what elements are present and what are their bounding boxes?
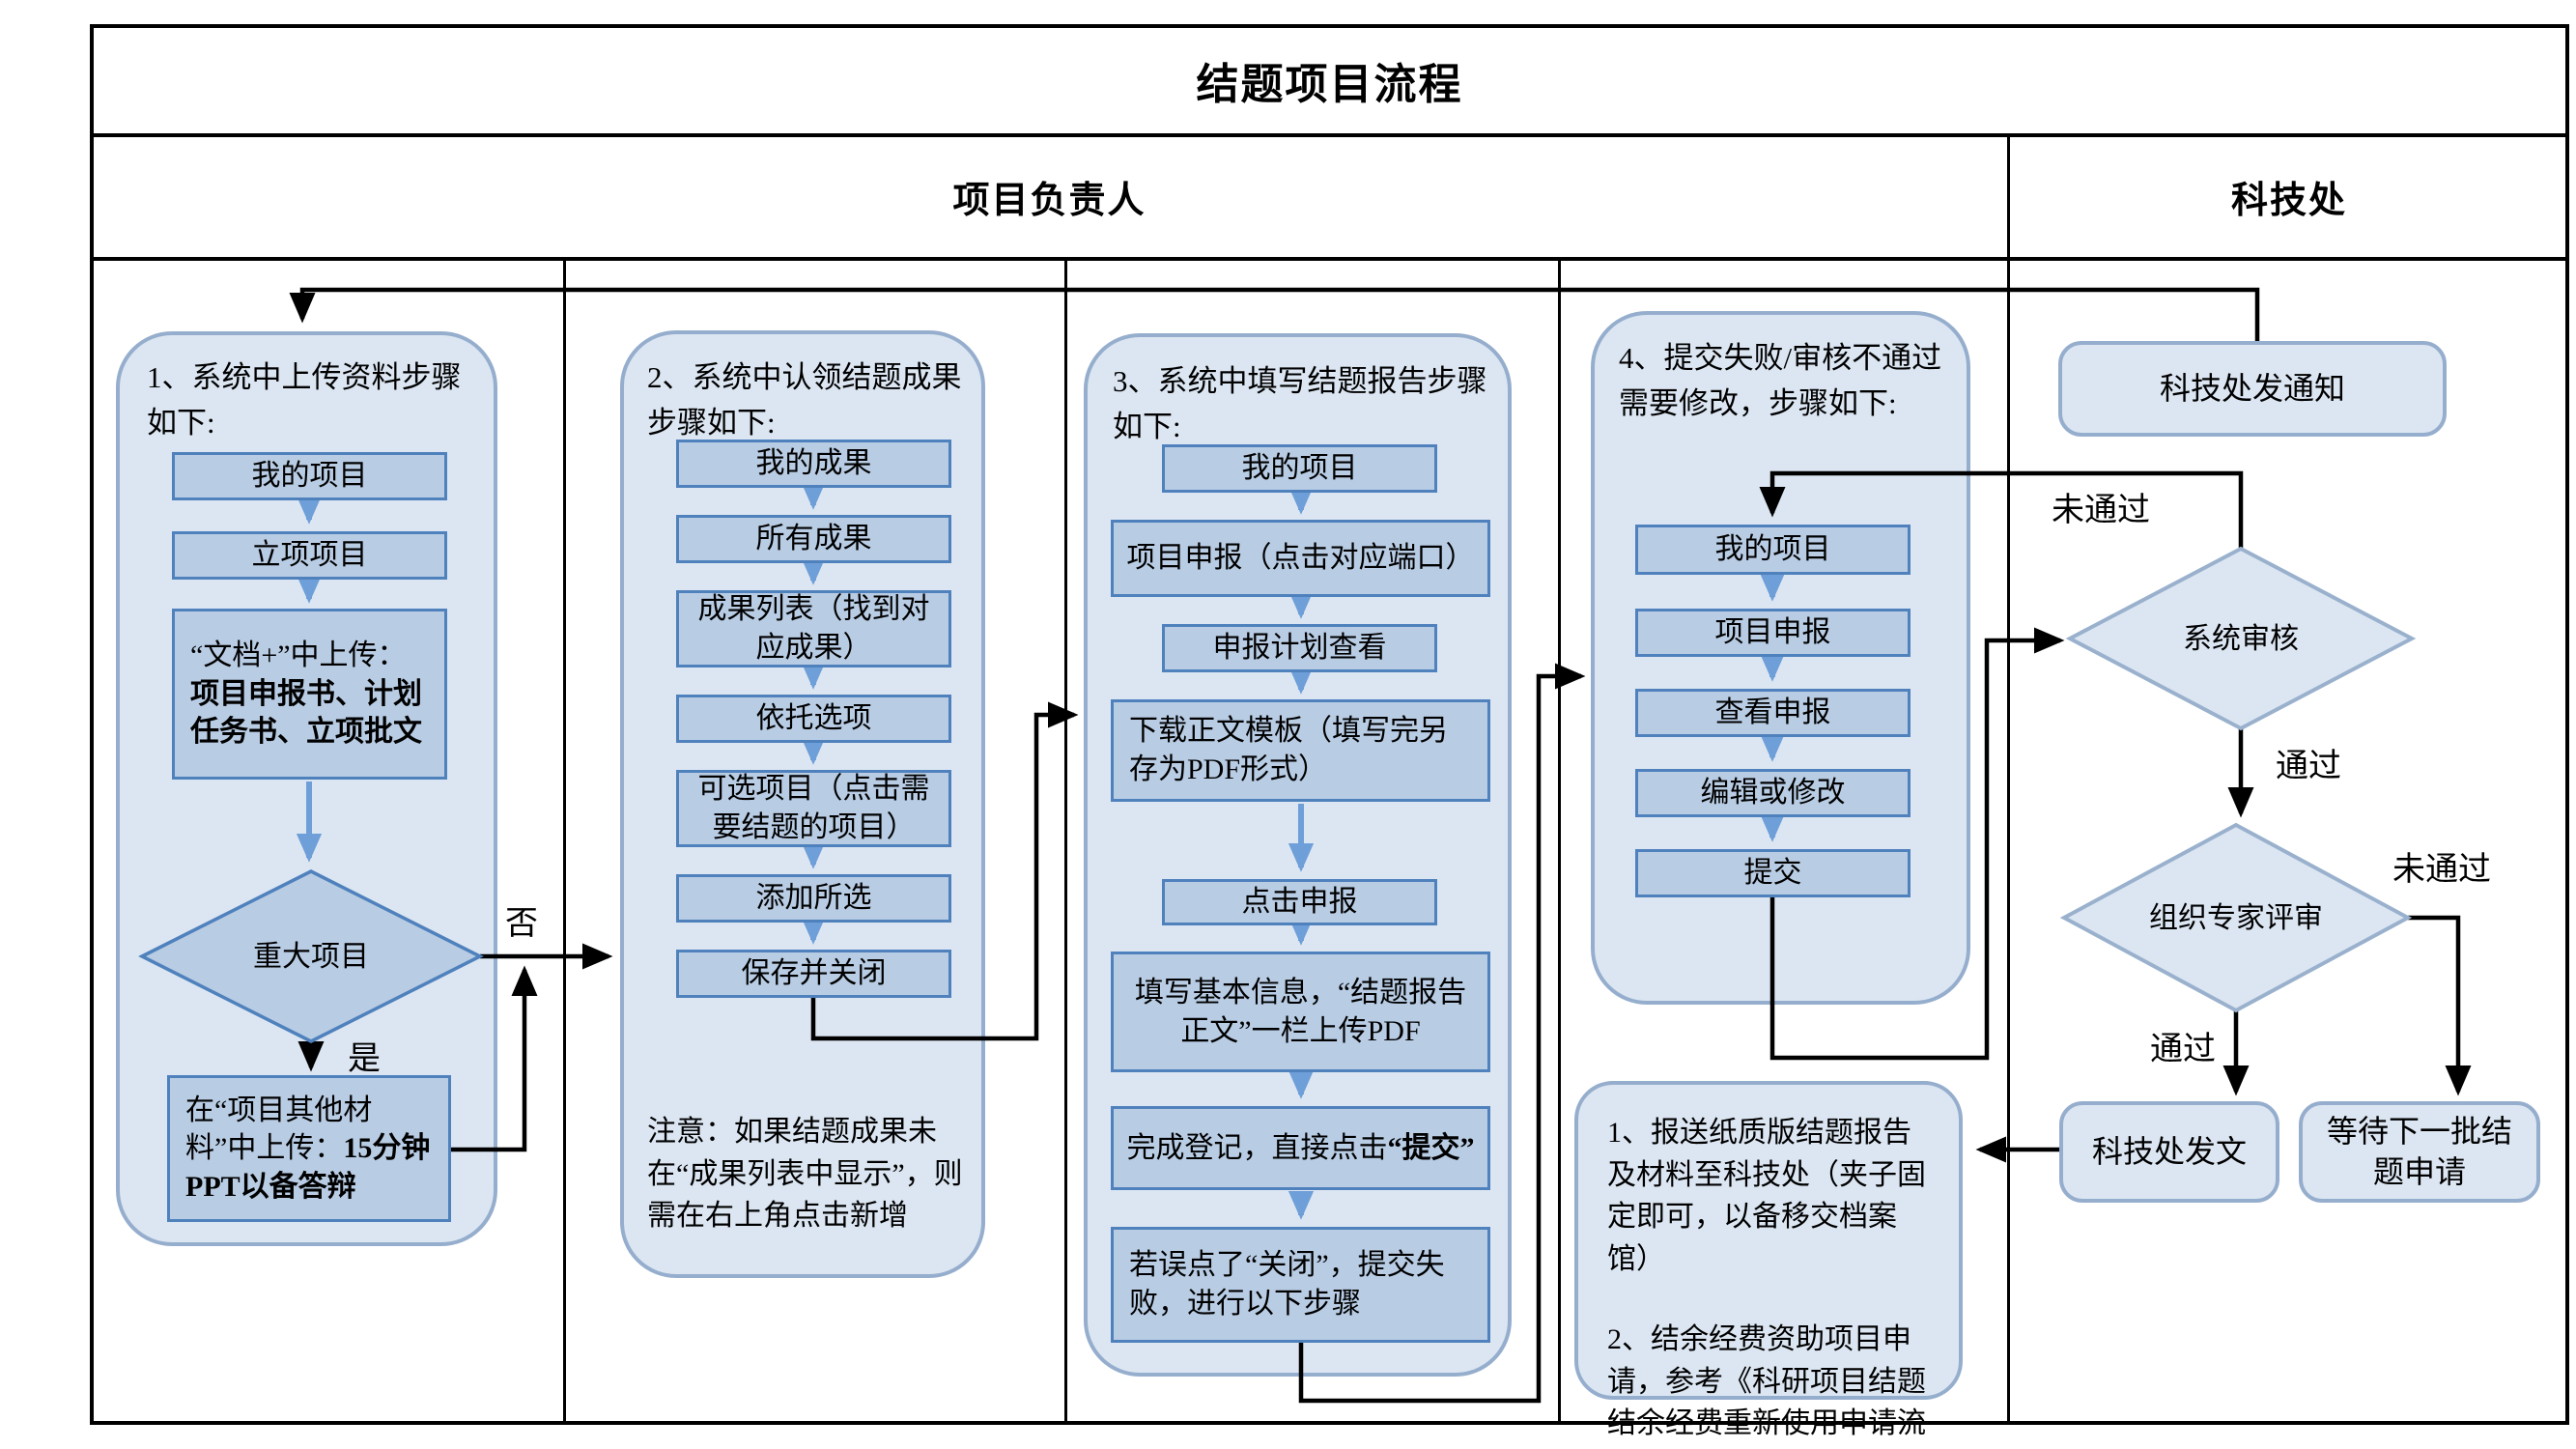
header-row-divider	[90, 257, 2569, 261]
step-approved-projects: 立项项目	[172, 531, 447, 580]
step-download-template: 下载正文模板（填写完另存为PDF形式）	[1111, 699, 1490, 802]
label-yes: 是	[348, 1041, 381, 1077]
label-fail-expert: 未通过	[2392, 852, 2491, 888]
step-my-projects: 我的项目	[172, 452, 447, 500]
step-project-declare-port: 项目申报（点击对应端口）	[1111, 520, 1490, 597]
label-pass-expert: 通过	[2150, 1032, 2216, 1067]
title-row-divider	[90, 133, 2569, 137]
lane4-title: 4、提交失败/审核不通过需要修改，步骤如下:	[1619, 341, 1942, 420]
step-edit-or-modify: 编辑或修改	[1635, 769, 1911, 817]
step-save-and-close: 保存并关闭	[676, 950, 951, 998]
header-tech-office: 科技处	[2230, 180, 2347, 221]
table-border	[90, 24, 2569, 1425]
issue-document-box: 科技处发文	[2059, 1101, 2279, 1203]
lane2-title: 2、系统中认领结题成果步骤如下:	[647, 360, 962, 440]
label-fail-system: 未通过	[2052, 493, 2150, 528]
step-依托-option: 依托选项	[676, 695, 951, 743]
lane3-title: 3、系统中填写结题报告步骤如下:	[1113, 364, 1487, 443]
step-selectable-projects: 可选项目（点击需要结题的项目）	[676, 770, 951, 847]
paper-report-note: 1、报送纸质版结题报告及材料至科技处（夹子固定即可，以备移交档案馆） 2、结余经…	[1574, 1081, 1963, 1439]
lane-divider-2	[1064, 261, 1067, 1425]
step-click-declare: 点击申报	[1162, 879, 1437, 925]
step-achievement-list: 成果列表（找到对应成果）	[676, 590, 951, 668]
step-all-achievements: 所有成果	[676, 515, 951, 563]
decision-major-project-label: 重大项目	[253, 940, 369, 973]
step-my-projects-3: 我的项目	[1162, 444, 1437, 493]
decision-system-check-label: 系统审核	[2183, 622, 2299, 655]
step-add-selected: 添加所选	[676, 874, 951, 923]
label-no: 否	[505, 906, 538, 942]
wait-next-batch-box: 等待下一批结题申请	[2299, 1101, 2540, 1203]
note-item-1: 1、报送纸质版结题报告及材料至科技处（夹子固定即可，以备移交档案馆）	[1607, 1117, 1926, 1275]
lane2-note: 注意：如果结题成果未在“成果列表中显示”，则需在右上角点击新增	[647, 1116, 963, 1232]
step-my-achievements: 我的成果	[676, 440, 951, 488]
lane-divider-3	[1558, 261, 1561, 1425]
step-upload-documents: “文档+”中上传：项目申报书、计划任务书、立项批文	[172, 609, 447, 780]
header-owner: 项目负责人	[952, 180, 1146, 221]
step-finish-register-submit: 完成登记，直接点击“提交”	[1111, 1106, 1490, 1190]
label-pass-system: 通过	[2276, 749, 2341, 784]
step-declare-plan-view: 申报计划查看	[1162, 624, 1437, 672]
step-view-declare: 查看申报	[1635, 689, 1911, 737]
step-wrong-close: 若误点了“关闭”，提交失败，进行以下步骤	[1111, 1227, 1490, 1343]
decision-expert-review-label: 组织专家评审	[2149, 901, 2323, 934]
page-title: 结题项目流程	[1196, 60, 1463, 108]
lane1-title: 1、系统中上传资料步骤如下:	[147, 360, 462, 440]
step-submit: 提交	[1635, 849, 1911, 897]
step-project-declare-4: 项目申报	[1635, 609, 1911, 657]
note-item-2: 2、结余经费资助项目申请，参考《科研项目结题结余经费重新使用申请流程》	[1607, 1323, 1926, 1439]
lane-divider-tech	[2007, 137, 2010, 1425]
step-fill-basic-info: 填写基本信息，“结题报告正文”一栏上传PDF	[1111, 952, 1490, 1072]
step-my-projects-4: 我的项目	[1635, 525, 1911, 575]
lane-divider-1	[563, 261, 566, 1425]
notice-box: 科技处发通知	[2058, 341, 2447, 437]
step-upload-ppt: 在“项目其他材料”中上传：15分钟PPT以备答辩	[167, 1075, 451, 1222]
